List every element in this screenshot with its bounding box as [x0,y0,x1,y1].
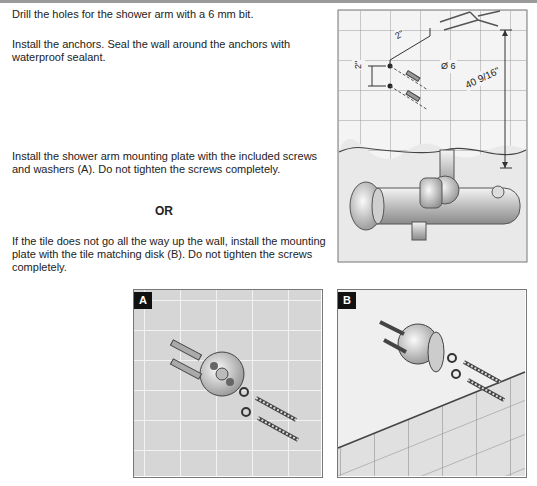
dimension-label: Ø 6 [440,60,457,73]
panel-a-figure [134,290,321,476]
instruction-text: Install the shower arm mounting plate wi… [12,150,332,176]
instruction-text: Install the anchors. Seal the wall aroun… [12,38,332,64]
panel-b-figure [338,290,525,476]
figure-panel: B [337,289,527,478]
wall-figure [338,10,527,262]
instruction-text: If the tile does not go all the way up t… [12,235,332,274]
figure-panel: A [133,289,323,478]
panel-letter: B [338,292,356,309]
dimension-label: 2" [352,60,365,70]
instruction-text: Drill the holes for the shower arm with … [12,8,332,21]
panel-letter: A [134,292,152,309]
instruction-text: OR [155,205,195,218]
